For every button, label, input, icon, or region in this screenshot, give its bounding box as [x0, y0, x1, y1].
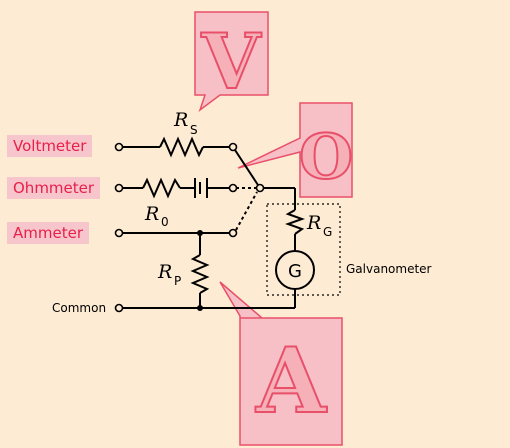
- rg-subscript: G: [323, 225, 332, 239]
- switch-contact-ohmmeter: [228, 183, 238, 193]
- ammeter-terminal: [114, 228, 124, 238]
- common-label: Common: [52, 301, 106, 315]
- r0-subscript: 0: [161, 215, 169, 229]
- voltmeter-callout: V: [194, 11, 269, 113]
- ohmmeter-label: Ohmmeter: [7, 177, 101, 199]
- galvanometer-label: Galvanometer: [346, 262, 432, 276]
- voltmeter-terminal: [114, 142, 124, 152]
- ammeter-callout: A: [219, 281, 343, 446]
- ohmmeter-terminal: [114, 183, 124, 193]
- galvanometer-enclosure: [266, 203, 341, 296]
- rs-symbol: R: [173, 109, 188, 131]
- rp-subscript: P: [174, 274, 181, 288]
- rg-symbol: R: [306, 212, 321, 234]
- rp-symbol: R: [157, 261, 172, 283]
- battery: [194, 178, 208, 198]
- junctions: [197, 230, 203, 311]
- wires: [122, 136, 305, 309]
- switch-contact-ammeter: [228, 228, 238, 238]
- ammeter-label: Ammeter: [7, 222, 89, 244]
- ohmmeter-callout-letter: O: [299, 120, 353, 193]
- switch-contact-voltmeter: [228, 142, 238, 152]
- terminals: [114, 142, 265, 313]
- voltmeter-label: Voltmeter: [7, 135, 93, 157]
- galvanometer-symbol: [275, 250, 315, 290]
- voltmeter-callout-letter: V: [201, 17, 263, 106]
- common-terminal: [114, 303, 124, 313]
- ammeter-callout-letter: A: [255, 328, 327, 434]
- dotted-switch-arms: [235, 187, 258, 231]
- ohmmeter-callout: O: [237, 102, 354, 198]
- switch-pivot: [255, 183, 265, 193]
- galvanometer-letter: G: [288, 261, 302, 282]
- r0-symbol: R: [144, 203, 159, 225]
- rs-subscript: S: [190, 123, 198, 137]
